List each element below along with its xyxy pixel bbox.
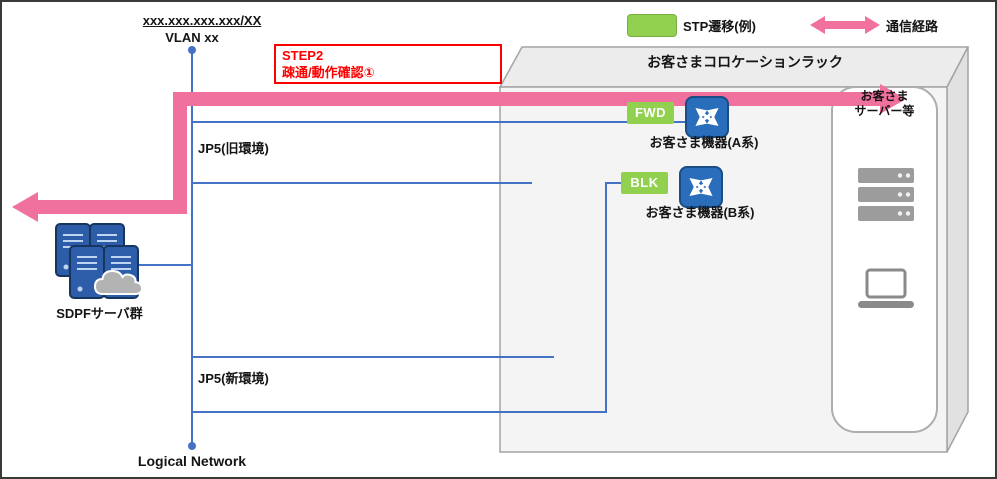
- route-arrow-icon: [810, 16, 880, 34]
- customer-server-panel: [831, 86, 938, 433]
- device-b-label: お客さま機器(B系): [645, 205, 755, 220]
- logical-network-label: Logical Network: [137, 453, 247, 469]
- jp5-new-link-to-switch-b: [192, 182, 621, 413]
- legend-route-label: 通信経路: [886, 19, 939, 34]
- customer-server-panel-title: お客さま サーバー等: [832, 89, 937, 119]
- ip-address-label: xxx.xxx.xxx.xxx/XX: [142, 13, 262, 28]
- step-subtitle: 疎通/動作確認①: [282, 65, 375, 80]
- jp5-old-label: JP5(旧環境): [198, 141, 269, 156]
- route-arrowhead-right: [880, 84, 906, 114]
- device-a-label: お客さま機器(A系): [649, 135, 759, 150]
- sdpf-server-cluster-icon: [55, 223, 144, 299]
- logical-network-lines: [137, 50, 706, 446]
- step-callout-box: STEP2 疎通/動作確認①: [274, 44, 502, 84]
- switch-a-icon: [685, 96, 729, 138]
- trunk-top-node: [188, 46, 196, 54]
- vlan-label: VLAN xx: [165, 30, 219, 45]
- route-arrowhead-left: [12, 192, 38, 222]
- panel-title-line1: お客さま: [860, 89, 909, 103]
- blk-state-badge: BLK: [621, 172, 668, 194]
- stp-swatch-icon: [627, 14, 677, 37]
- panel-title-line2: サーバー等: [854, 104, 915, 118]
- server-stack-icon: [858, 168, 914, 221]
- rack-title: お客さまコロケーションラック: [647, 54, 843, 70]
- trunk-bottom-node: [188, 442, 196, 450]
- cloud-icon: [93, 269, 144, 295]
- jp5-new-label: JP5(新環境): [198, 371, 269, 386]
- fwd-state-badge: FWD: [627, 102, 674, 124]
- laptop-icon: [858, 268, 914, 308]
- step-title: STEP2: [282, 48, 324, 63]
- switch-b-icon: [679, 166, 723, 208]
- traffic-route-arrow: [12, 84, 906, 222]
- legend-stp-label: STP遷移(例): [683, 19, 756, 34]
- sdpf-label: SDPFサーバ群: [56, 306, 143, 321]
